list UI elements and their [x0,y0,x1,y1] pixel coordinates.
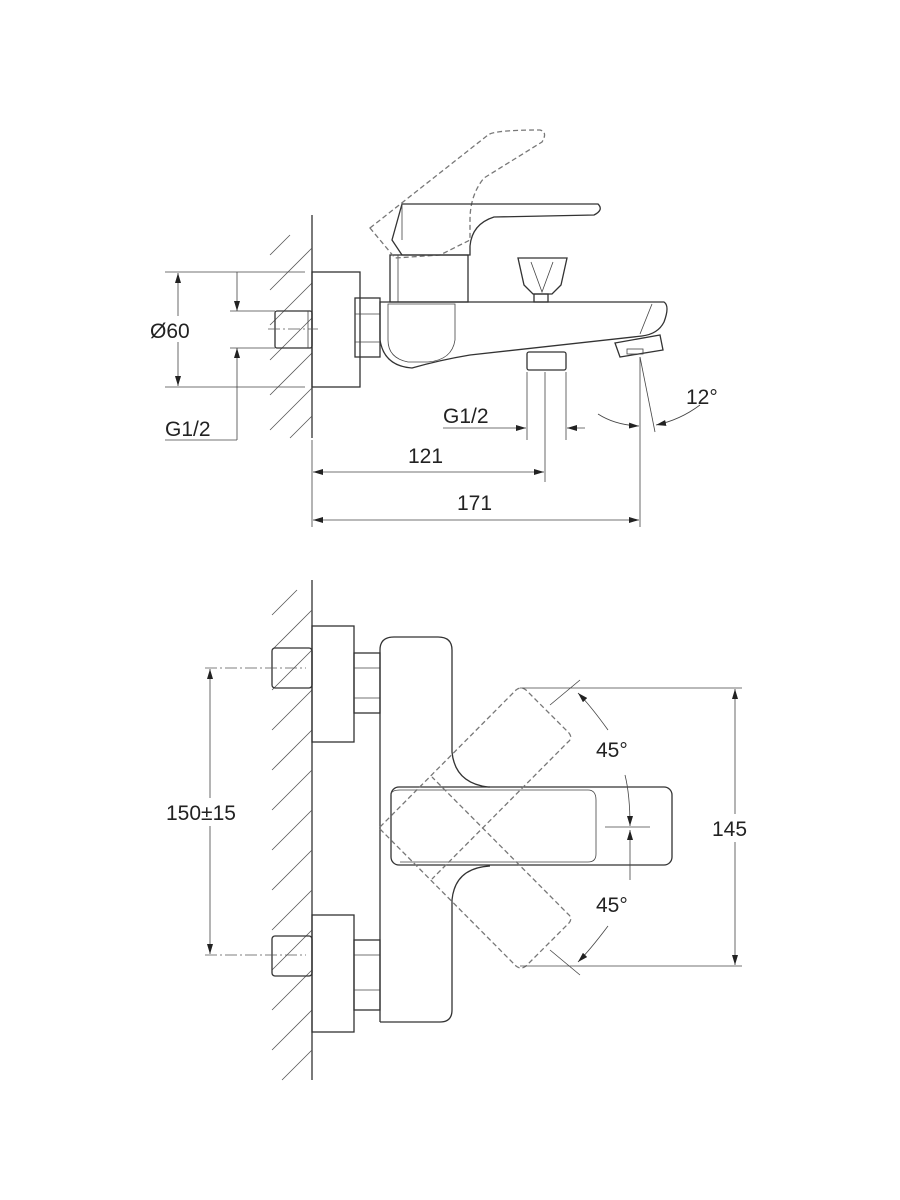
angle-down-label: 45° [596,894,628,917]
diameter-label: Ø60 [150,320,190,343]
angle-up-label: 45° [596,739,628,762]
dimension-outlet-thread: G1/2 [443,372,585,440]
lever-front [379,687,673,969]
lever-rotated-down [379,776,572,969]
dimension-121: 121 [311,372,546,527]
wall-plate [311,271,361,388]
dimension-145: 145 [520,687,758,967]
hex-nut [354,297,381,358]
mixer-body-front [379,636,491,1023]
inlet-spacing-label: 150±15 [166,802,236,825]
inlet-thread-label: G1/2 [165,418,211,441]
dimension-spout-angle: 12° [597,356,718,433]
lever-handle [369,129,601,259]
front-view: 150±15 145 45° 45° [166,580,758,1081]
mixer-body [379,254,668,371]
lever-closed-position [391,203,601,256]
aerator [614,334,664,358]
spout-angle-label: 12° [686,386,718,409]
inlet-pipe [268,310,318,349]
spout [379,301,668,369]
dimension-150: 150±15 [166,669,258,954]
lever-raised-position [369,129,546,259]
dimension-diameter: Ø60 [150,271,305,388]
diverter-knob [517,257,568,303]
lever-rotated-up [379,687,572,880]
outlet-thread-label: G1/2 [443,405,489,428]
lever-sweep-label: 145 [712,818,747,841]
outlet-connector [526,351,567,371]
inlet-lower [271,914,381,1033]
wall-hatching [269,215,313,439]
total-projection-label: 171 [457,492,492,515]
dimension-inlet-thread: G1/2 [165,272,275,441]
centerlines [205,667,306,956]
dimension-angles: 45° 45° [549,679,650,976]
outlet-distance-label: 121 [408,445,443,468]
wall-hatching [271,580,313,1081]
dimension-171: 171 [313,357,641,527]
inlet-upper [271,625,381,743]
side-view: Ø60 G1/2 G1/2 121 171 [150,129,718,527]
